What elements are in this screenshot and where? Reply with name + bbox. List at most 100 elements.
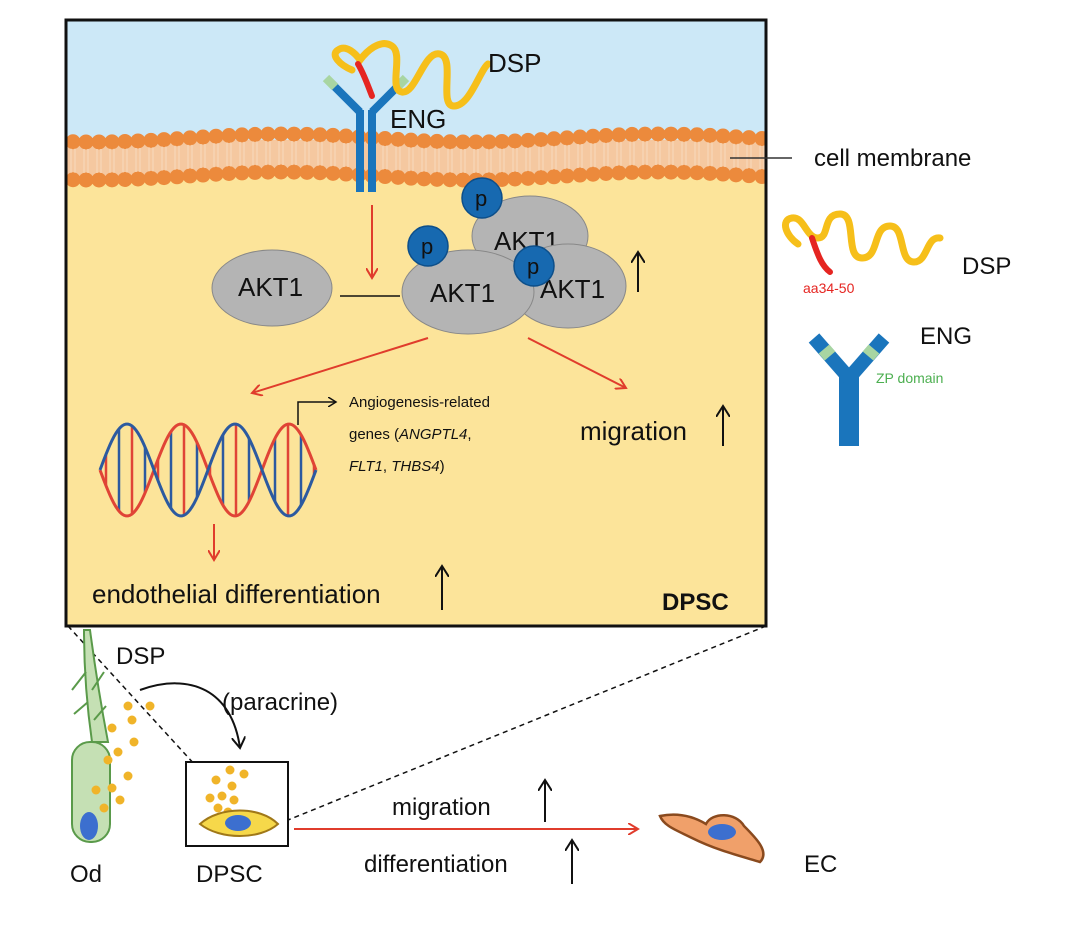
dsp-peptide: [331, 40, 492, 110]
lipid-head: [611, 127, 627, 143]
lipid-head: [130, 133, 146, 149]
lipid-head: [611, 165, 627, 181]
ec-nucleus: [708, 824, 736, 840]
lipid-head: [650, 164, 666, 180]
lipid-head: [533, 170, 549, 186]
lipid-head: [312, 165, 328, 181]
akt1-phosphorylated-complex: AKT1 AKT1 AKT1 p p p: [401, 177, 627, 335]
lipid-head: [637, 164, 653, 180]
lipid-head: [104, 172, 120, 188]
dsp-dot: [123, 701, 133, 711]
akt1-front-label: AKT1: [430, 278, 495, 308]
dsp-dot: [103, 755, 113, 765]
lipid-head: [221, 128, 237, 144]
phospho-group-3: [513, 245, 555, 287]
lipid-head: [247, 126, 263, 142]
eng-top-label: ENG: [390, 104, 446, 134]
dsp-dot: [113, 747, 123, 757]
lipid-head: [403, 132, 419, 148]
lipid-head: [533, 132, 549, 148]
lipid-head: [143, 170, 159, 186]
lipid-head: [507, 171, 523, 187]
lipid-head: [676, 126, 692, 142]
lipid-head: [234, 165, 250, 181]
lipid-head: [325, 127, 341, 143]
dsp-dot: [115, 795, 125, 805]
lipid-head: [78, 172, 94, 188]
lipid-head: [234, 127, 250, 143]
legend-aa-label: aa34-50: [803, 280, 855, 296]
lipid-head: [559, 130, 575, 146]
lipid-head: [728, 129, 744, 145]
lipid-head: [208, 128, 224, 144]
genes-label-line1: Angiogenesis-related: [349, 394, 490, 411]
lipid-head: [728, 167, 744, 183]
dsp-dot: [91, 785, 101, 795]
differentiation-bottom-label: differentiation: [364, 851, 508, 878]
lipid-head: [299, 126, 315, 142]
dsp-dot: [205, 793, 215, 803]
dsp-top-label: DSP: [488, 48, 541, 78]
lipid-head: [468, 134, 484, 150]
lipid-head: [715, 128, 731, 144]
lipid-head: [156, 132, 172, 148]
dsp-bottom-label: DSP: [116, 643, 165, 670]
lipid-head: [403, 170, 419, 186]
migration-bottom-label: migration: [392, 794, 491, 821]
lipid-head: [481, 134, 497, 150]
lipid-head: [156, 170, 172, 186]
dsp-dot: [127, 715, 137, 725]
akt1-free-label: AKT1: [238, 272, 303, 302]
lipid-head: [260, 126, 276, 142]
lipid-head: [377, 169, 393, 185]
lipid-head: [546, 131, 562, 147]
lipid-head: [689, 127, 705, 143]
odontoblast-cell: [71, 629, 111, 843]
dsp-dot: [213, 803, 223, 813]
lipid-head: [195, 167, 211, 183]
akt1-front: [401, 249, 535, 335]
lipid-head: [494, 133, 510, 149]
lipid-head: [182, 168, 198, 184]
lipid-head: [754, 131, 766, 147]
lipid-head: [247, 164, 263, 180]
lipid-head: [768, 170, 783, 185]
lipid-head: [286, 126, 302, 142]
lipid-head: [273, 126, 289, 142]
lipid-head: [715, 166, 731, 182]
lipid-head: [455, 172, 471, 188]
lipid-head: [559, 168, 575, 184]
od-label: Od: [70, 861, 102, 888]
dsp-dot: [229, 795, 239, 805]
lipid-head: [390, 169, 406, 185]
lipid-head: [572, 129, 588, 145]
phospho-group-2: [407, 225, 449, 267]
lipid-head: [572, 167, 588, 183]
lipid-head: [702, 165, 718, 181]
lipid-head: [546, 169, 562, 185]
dsp-dot: [211, 775, 221, 785]
dsp-dot: [225, 765, 235, 775]
lipid-head: [663, 126, 679, 142]
akt1-right-label: AKT1: [540, 274, 605, 304]
paracrine-arrow: [139, 682, 240, 748]
endothelial-cell: [658, 813, 765, 864]
lipid-head: [312, 127, 328, 143]
lipid-head: [91, 134, 107, 150]
lipid-head: [143, 132, 159, 148]
dsp-dot: [99, 803, 109, 813]
dsp-dot: [239, 769, 249, 779]
ec-label: EC: [804, 851, 837, 878]
genes-label-line2: genes (ANGPTL4,: [349, 426, 472, 443]
lipid-head: [442, 134, 458, 150]
lipid-head: [416, 171, 432, 187]
dpsc-box-dsp-dots: [205, 765, 249, 817]
lipid-head: [663, 164, 679, 180]
lipid-head: [66, 172, 81, 188]
lipid-head: [598, 165, 614, 181]
cell-membrane-label: cell membrane: [814, 145, 971, 172]
lipid-head: [455, 134, 471, 150]
lipid-head: [442, 172, 458, 188]
akt-to-migration-arrow: [527, 337, 626, 388]
